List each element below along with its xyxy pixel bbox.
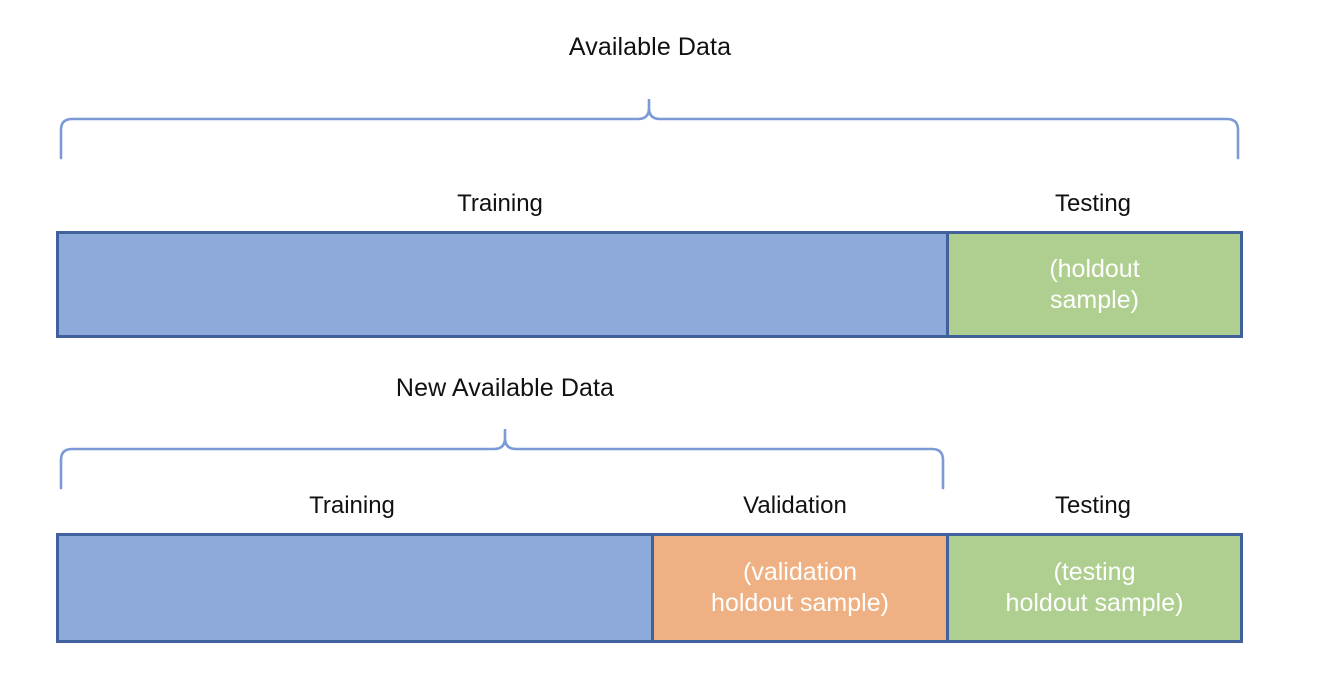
- bar-segment-testing-row1[interactable]: (holdout sample): [946, 234, 1240, 335]
- group-label-new-available-data: New Available Data: [395, 374, 615, 402]
- brace-new-available-data: [59, 429, 945, 490]
- bar-segment-validation-row2[interactable]: (validation holdout sample): [651, 536, 946, 640]
- bar-segment-testing-row2[interactable]: (testing holdout sample): [946, 536, 1240, 640]
- segment-caption-validation-row2: Validation: [743, 492, 847, 519]
- bar-row-new-available-data: (validation holdout sample) (testing hol…: [56, 533, 1243, 643]
- segment-caption-training-row1: Training: [457, 190, 543, 217]
- bar-segment-testing-row1-text: (holdout sample): [1049, 254, 1140, 314]
- bar-segment-training-row2[interactable]: [59, 536, 651, 640]
- segment-caption-testing-row1: Testing: [1054, 190, 1132, 217]
- brace-available-data: [59, 99, 1240, 160]
- bar-segment-testing-row2-text: (testing holdout sample): [1005, 558, 1184, 617]
- bar-row-available-data: (holdout sample): [56, 231, 1243, 338]
- bar-segment-training-row1[interactable]: [59, 234, 946, 335]
- bar-segment-validation-row2-text: (validation holdout sample): [711, 558, 889, 617]
- segment-caption-testing-row2: Testing: [1054, 492, 1132, 519]
- segment-caption-training-row2: Training: [309, 492, 395, 519]
- group-label-available-data: Available Data: [568, 33, 732, 61]
